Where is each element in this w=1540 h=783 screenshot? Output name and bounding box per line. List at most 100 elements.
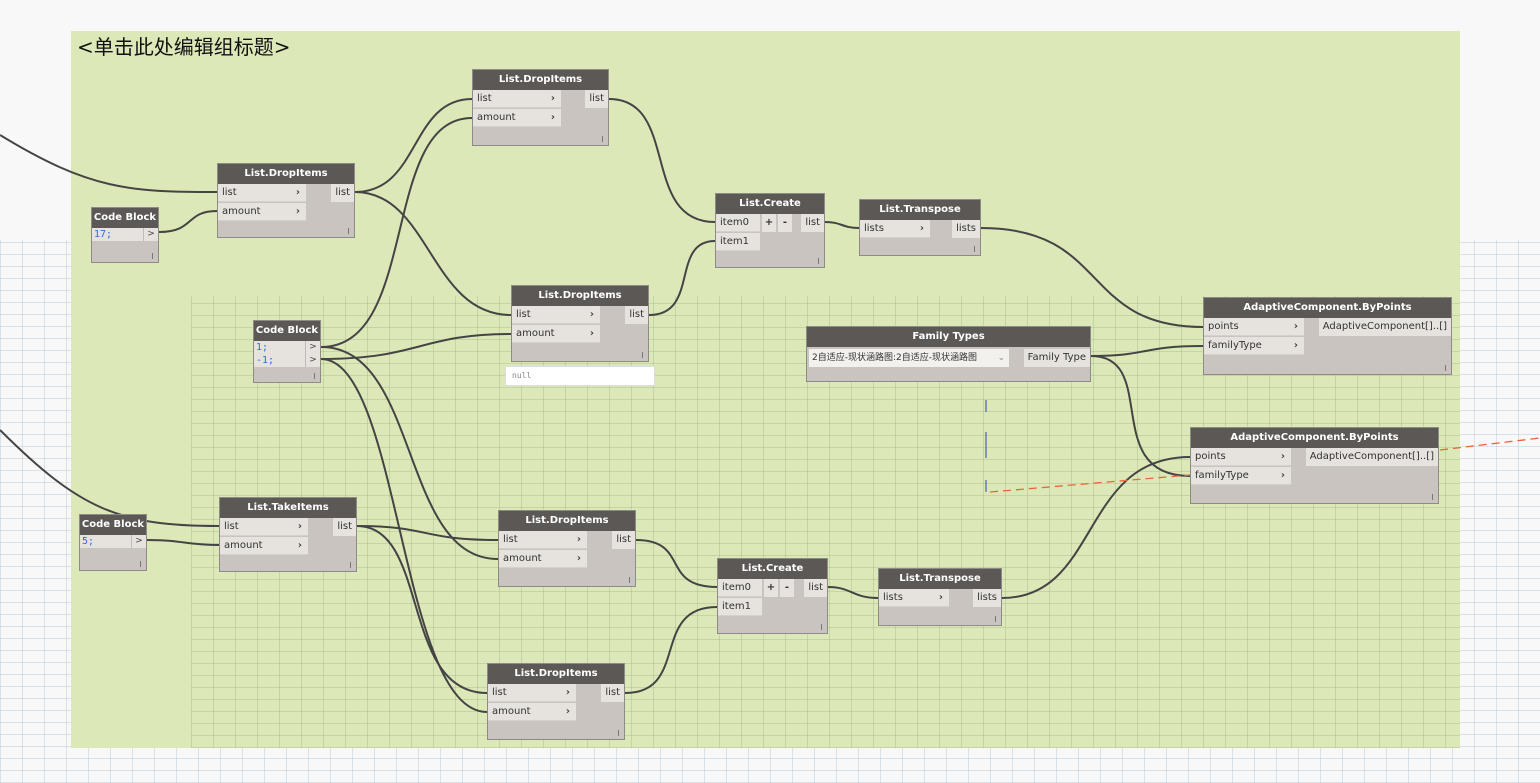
resize-handle[interactable]	[602, 136, 603, 142]
node-title[interactable]: List.DropItems	[488, 664, 624, 684]
output-arrow-icon[interactable]: >	[305, 341, 320, 354]
input-port-amount[interactable]: amount›	[499, 550, 587, 568]
node-preview: null	[505, 366, 655, 386]
node-title[interactable]: List.DropItems	[499, 511, 635, 531]
wire	[0, 134, 218, 193]
node-title[interactable]: Code Block	[80, 515, 146, 535]
input-port-list[interactable]: list›	[473, 90, 561, 108]
node-title[interactable]: List.Transpose	[879, 569, 1001, 589]
resize-handle[interactable]	[642, 352, 643, 358]
resize-handle[interactable]	[152, 253, 153, 259]
input-port-points[interactable]: points›	[1204, 318, 1304, 336]
input-port-amount[interactable]: amount›	[218, 203, 306, 221]
input-port-amount[interactable]: amount›	[488, 703, 576, 721]
input-port-amount[interactable]: amount›	[220, 537, 308, 555]
input-port-lists[interactable]: lists›	[860, 220, 930, 238]
add-input-button[interactable]: +	[762, 214, 776, 232]
node-title[interactable]: List.Transpose	[860, 200, 980, 220]
remove-input-button[interactable]: -	[778, 214, 792, 232]
output-port[interactable]: Family Type	[1023, 349, 1090, 367]
input-port-list[interactable]: list›	[499, 531, 587, 549]
resize-handle[interactable]	[995, 616, 996, 622]
group-title[interactable]: <单击此处编辑组标题>	[77, 35, 291, 59]
input-port-points[interactable]: points›	[1191, 448, 1291, 466]
output-arrow-icon[interactable]: >	[143, 228, 158, 241]
output-port[interactable]: list	[612, 531, 635, 549]
resize-handle[interactable]	[618, 730, 619, 736]
output-port[interactable]: list	[331, 184, 354, 202]
input-port-list[interactable]: list›	[220, 518, 308, 536]
node-title[interactable]: List.DropItems	[218, 164, 354, 184]
output-port[interactable]: lists	[973, 589, 1001, 607]
output-port[interactable]: AdaptiveComponent[]..[]	[1318, 318, 1451, 336]
remove-input-button[interactable]: -	[780, 579, 794, 597]
node-title[interactable]: List.DropItems	[512, 286, 648, 306]
input-port-item1[interactable]: item1	[718, 598, 762, 616]
code-line[interactable]: 1;>	[254, 341, 320, 354]
node-title[interactable]: List.TakeItems	[220, 498, 356, 518]
output-arrow-icon[interactable]: >	[305, 354, 320, 367]
node-title[interactable]: AdaptiveComponent.ByPoints	[1204, 298, 1451, 318]
code-line[interactable]: 17;>	[92, 228, 158, 241]
output-port[interactable]: list	[625, 306, 648, 324]
resize-handle[interactable]	[974, 246, 975, 252]
node-group[interactable]	[71, 31, 1460, 748]
input-port-lists[interactable]: lists›	[879, 589, 949, 607]
code-line[interactable]: -1;>	[254, 354, 320, 367]
output-port[interactable]: list	[585, 90, 608, 108]
input-port-list[interactable]: list›	[512, 306, 600, 324]
node-title[interactable]: Family Types	[807, 327, 1090, 347]
node-title[interactable]: List.DropItems	[473, 70, 608, 90]
input-port-familyType[interactable]: familyType›	[1191, 467, 1291, 485]
output-port[interactable]: list	[601, 684, 624, 702]
wire	[1001, 456, 1191, 599]
input-port-list[interactable]: list›	[488, 684, 576, 702]
output-port[interactable]: lists	[952, 220, 980, 238]
resize-handle[interactable]	[140, 561, 141, 567]
code-line[interactable]: 5;>	[80, 535, 146, 548]
input-port-familyType[interactable]: familyType›	[1204, 337, 1304, 355]
output-port[interactable]: list	[804, 579, 827, 597]
node-title[interactable]: AdaptiveComponent.ByPoints	[1191, 428, 1438, 448]
node-title[interactable]: Code Block	[254, 321, 320, 341]
resize-handle[interactable]	[629, 577, 630, 583]
resize-handle[interactable]	[348, 228, 349, 234]
output-arrow-icon[interactable]: >	[131, 535, 146, 548]
node-title[interactable]: List.Create	[716, 194, 824, 214]
node-title[interactable]: List.Create	[718, 559, 827, 579]
input-port-item1[interactable]: item1	[716, 233, 760, 251]
family-type-dropdown[interactable]: 2自适应-现状涵路图:2自适应-现状涵路图⌄	[809, 349, 1009, 367]
resize-handle[interactable]	[314, 373, 315, 379]
input-port-amount[interactable]: amount›	[473, 109, 561, 127]
add-input-button[interactable]: +	[764, 579, 778, 597]
resize-handle[interactable]	[818, 258, 819, 264]
resize-handle[interactable]	[1432, 494, 1433, 500]
input-port-item0[interactable]: item0	[718, 579, 762, 597]
output-port[interactable]: list	[801, 214, 824, 232]
input-port-amount[interactable]: amount›	[512, 325, 600, 343]
resize-handle[interactable]	[1445, 365, 1446, 371]
resize-handle[interactable]	[350, 562, 351, 568]
output-port[interactable]: AdaptiveComponent[]..[]	[1305, 448, 1438, 466]
node-title[interactable]: Code Block	[92, 208, 158, 228]
resize-handle[interactable]	[821, 624, 822, 630]
output-port[interactable]: list	[333, 518, 356, 536]
input-port-item0[interactable]: item0	[716, 214, 760, 232]
input-port-list[interactable]: list›	[218, 184, 306, 202]
